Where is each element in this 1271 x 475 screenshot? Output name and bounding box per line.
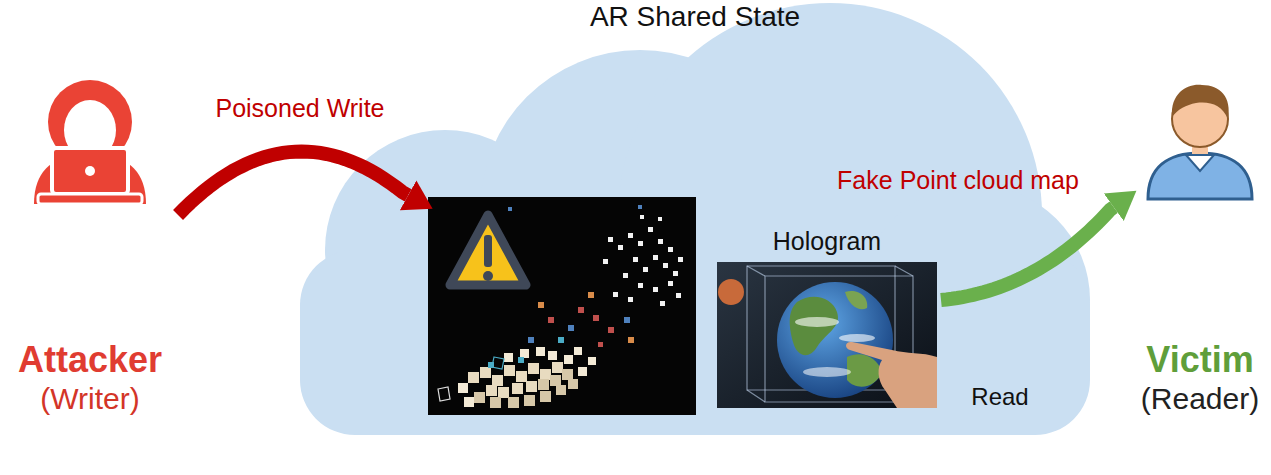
point-cloud-image bbox=[428, 197, 696, 415]
text-group: Victim(Reader) bbox=[1133, 338, 1267, 417]
edge-label-group: Read bbox=[971, 383, 1028, 412]
actor-name: Attacker bbox=[18, 338, 162, 381]
panel-label: Hologram bbox=[773, 226, 881, 256]
text-group: Hologram bbox=[717, 226, 937, 256]
map-panel: Fake Point cloud map bbox=[428, 165, 696, 415]
panel-label: Fake Point cloud map bbox=[837, 165, 1079, 195]
edge-label: Poisoned Write bbox=[215, 93, 384, 123]
hand-figure bbox=[846, 342, 937, 408]
text-group: Fake Point cloud map bbox=[837, 165, 1079, 195]
cloud-shape bbox=[300, 3, 1090, 435]
cloud-region: Fake Point cloud mapHologramAR Shared St… bbox=[300, 0, 1090, 435]
text-group: Attacker(Writer) bbox=[10, 338, 170, 417]
edge-label: Read bbox=[971, 383, 1028, 412]
actor-role: (Reader) bbox=[1141, 381, 1259, 417]
flow-arrow bbox=[941, 207, 1114, 300]
actor-role: (Writer) bbox=[40, 381, 139, 417]
attacker-icon bbox=[34, 80, 146, 204]
actor-name: Victim bbox=[1146, 338, 1253, 381]
actor-node: Attacker(Writer) bbox=[10, 70, 170, 430]
text-group: AR Shared State bbox=[300, 0, 1090, 34]
hologram-panel: Hologram bbox=[717, 226, 937, 408]
warning-symbol bbox=[450, 215, 526, 285]
flow-arrow bbox=[178, 152, 408, 216]
edge-label-group: Poisoned Write bbox=[215, 93, 384, 123]
hologram-image bbox=[717, 262, 937, 408]
actor-node: Victim(Reader) bbox=[1133, 70, 1267, 430]
victim-icon bbox=[1148, 85, 1252, 199]
region-title: AR Shared State bbox=[590, 0, 800, 34]
